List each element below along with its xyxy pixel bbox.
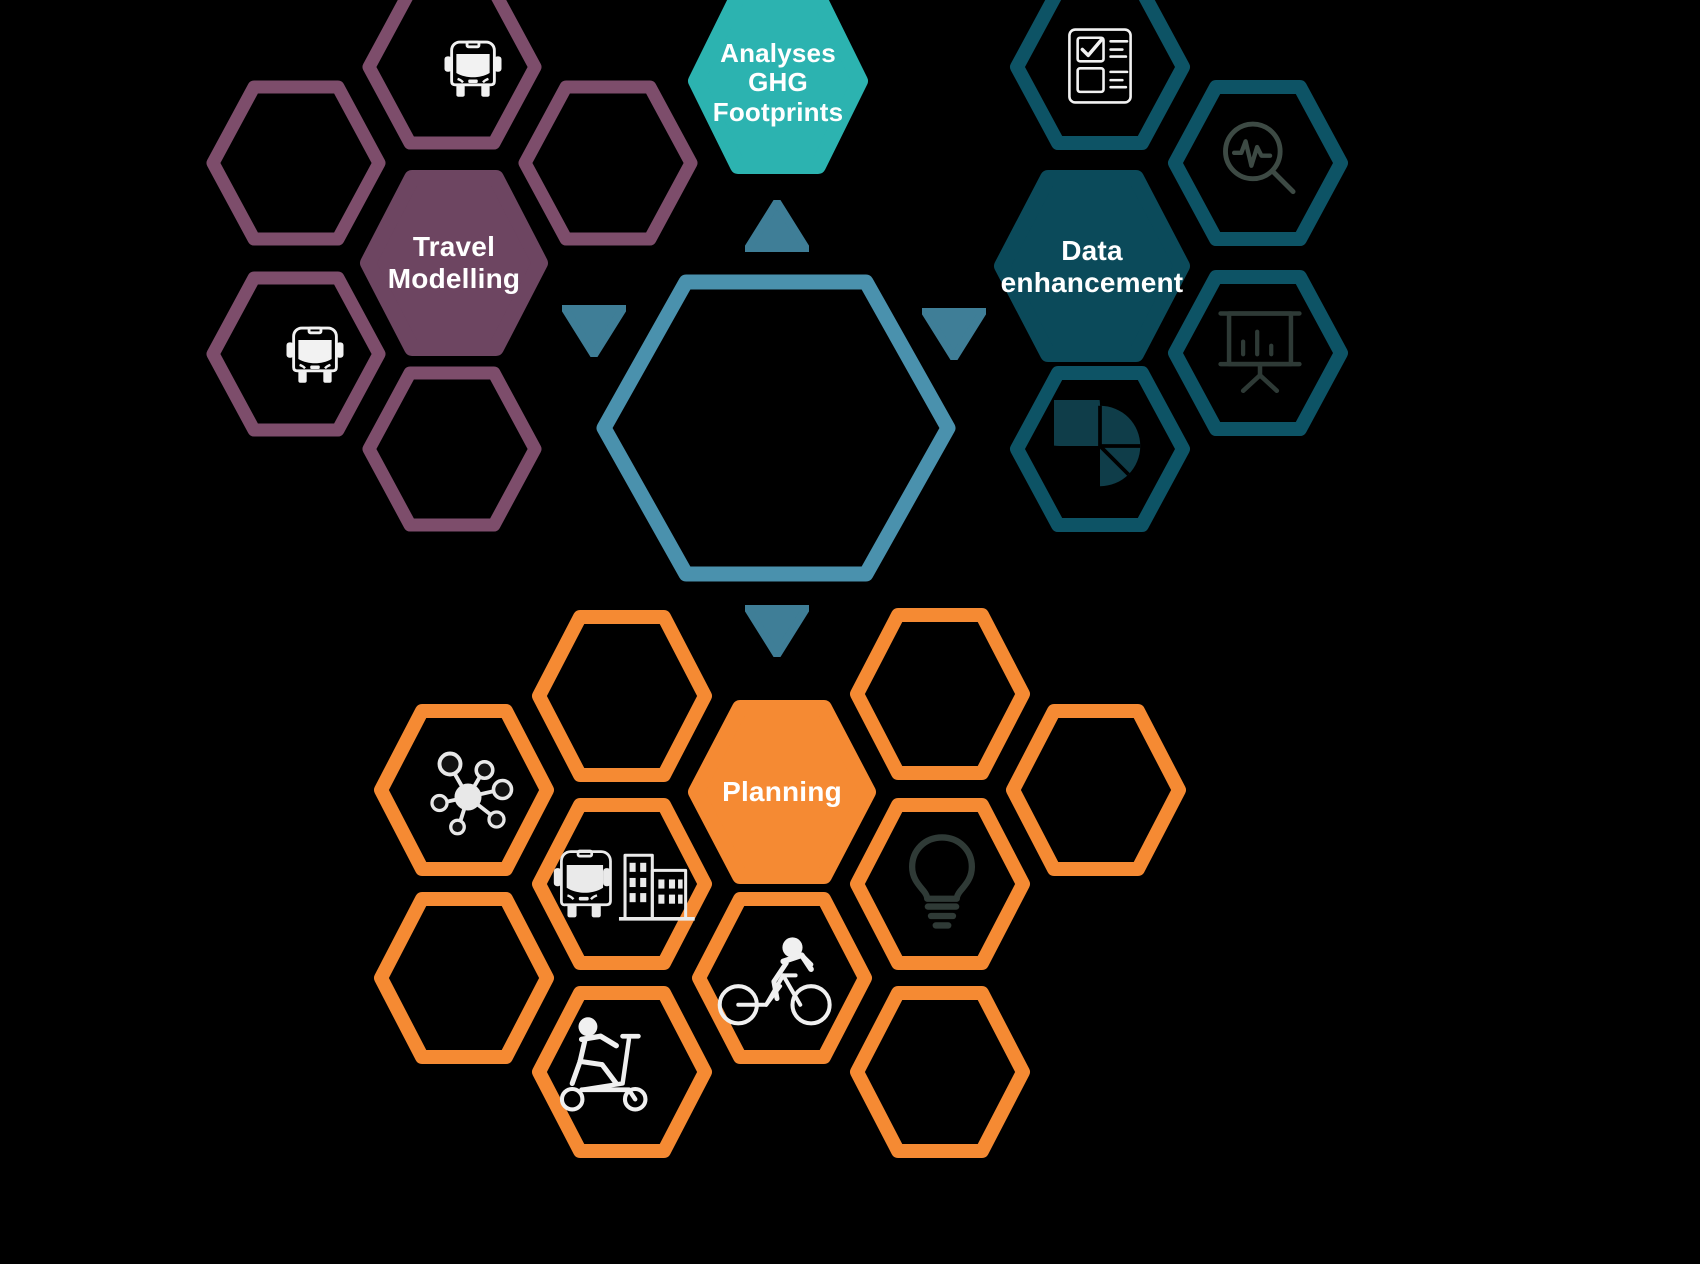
planning-cell-network (372, 702, 556, 878)
planning-cell-bus-city (530, 796, 714, 972)
lightbulb-icon (909, 834, 975, 929)
arrow-from-center-to-planning (743, 603, 811, 659)
planning-cell-lightbulb (848, 796, 1032, 972)
travel-modelling-hexagon[interactable] (358, 170, 550, 356)
bus-city-icon-wrap (546, 832, 698, 936)
planning-cell-empty-top-right (848, 606, 1032, 782)
pie-chart-icon-wrap (1052, 398, 1148, 494)
magnifier-pulse-icon-wrap (1212, 112, 1308, 208)
cyclist-icon-wrap (712, 930, 842, 1030)
arrow-from-data-enhancement-to-center (920, 306, 988, 362)
planning-cell-empty-left (372, 890, 556, 1066)
data-enhancement-cell-survey (1008, 0, 1192, 152)
data-enhancement-cell-magnifier (1166, 78, 1350, 248)
network-hub-icon-wrap (418, 738, 518, 838)
bus-city-icon (553, 849, 695, 921)
planning-cell-empty-top-left (530, 608, 714, 784)
arrow-from-travel-modelling-to-center (560, 303, 628, 359)
survey-checklist-icon (1068, 28, 1132, 104)
analyses-ghg-footprints-hexagon[interactable] (688, 0, 868, 174)
data-enhancement-hexagon[interactable] (992, 170, 1192, 362)
planning-cell-empty-right (1004, 702, 1188, 878)
travel-modelling-cell-empty-1 (204, 78, 388, 248)
planning-cell-cyclist (690, 890, 874, 1066)
travel-modelling-cell-bus-top (360, 0, 544, 152)
travel-modelling-cell-bus-left (204, 269, 388, 439)
planning-cell-scooter (530, 984, 714, 1160)
center-hexagon (596, 268, 956, 588)
presentation-bar-chart-icon (1218, 311, 1302, 394)
lightbulb-icon-wrap (894, 828, 990, 938)
bus-front-icon-wrap-2 (270, 308, 360, 398)
magnifier-pulse-icon (1223, 121, 1296, 195)
arrow-from-ghg-to-center (743, 198, 811, 254)
bus-front-icon-wrap-1 (428, 22, 518, 112)
planning-cell-empty-bottom-right (848, 984, 1032, 1160)
network-hub-icon (430, 751, 514, 836)
planning-hexagon[interactable] (688, 700, 876, 884)
survey-checklist-icon-wrap (1058, 22, 1142, 110)
travel-modelling-cell-empty-2 (516, 78, 700, 248)
scooter-rider-icon (559, 1017, 648, 1112)
bus-front-icon (444, 40, 502, 97)
data-enhancement-cell-pie (1008, 364, 1192, 534)
scooter-rider-icon-wrap (550, 1008, 670, 1118)
presentation-bar-chart-icon-wrap (1212, 300, 1308, 400)
bus-front-icon (286, 326, 344, 383)
data-enhancement-cell-presentation (1166, 268, 1350, 438)
pie-chart-icon (1054, 400, 1141, 487)
travel-modelling-cell-empty-3 (360, 364, 544, 534)
cyclist-icon (717, 937, 832, 1026)
